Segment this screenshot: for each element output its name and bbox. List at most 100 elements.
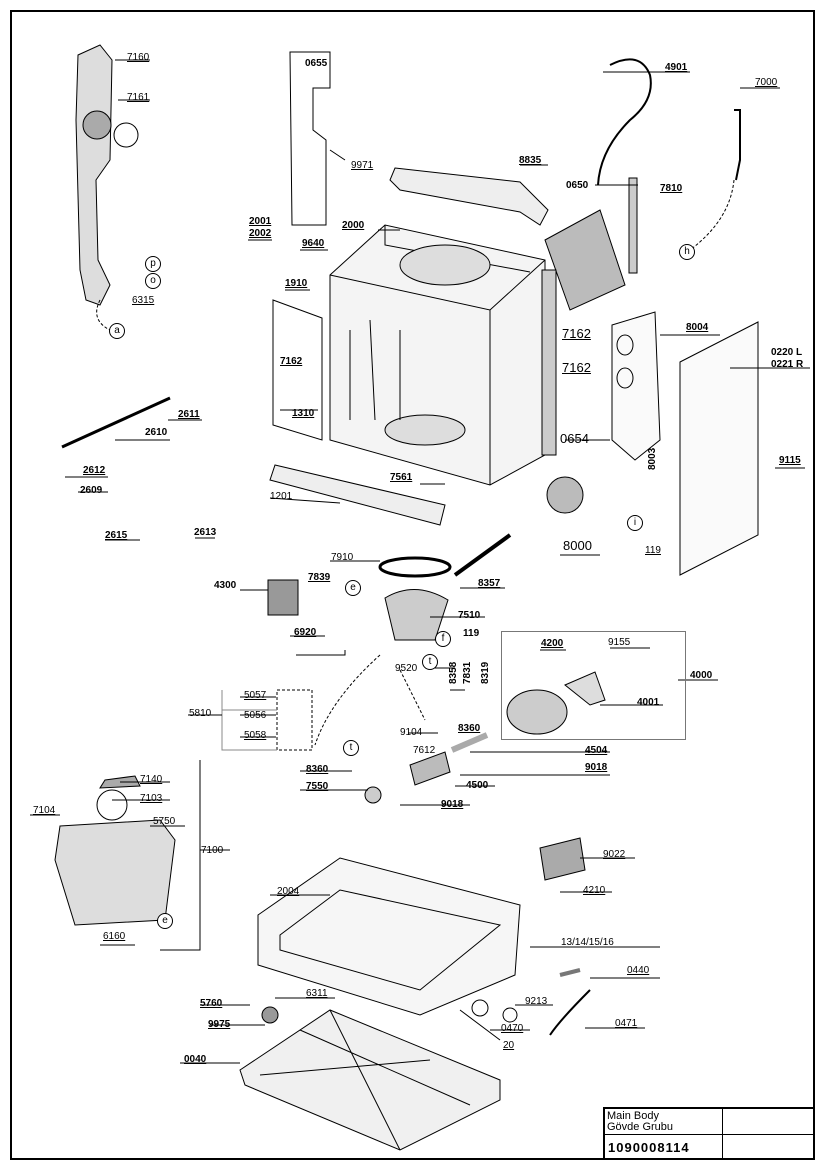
label-7103: 7103: [140, 793, 163, 804]
label-7140: 7140: [140, 774, 163, 785]
title-name-en: Main Body: [607, 1110, 659, 1122]
label-0650: 0650: [566, 180, 589, 191]
part-0040-tray: [239, 1009, 501, 1151]
label-7831: 7831: [462, 661, 473, 684]
label-9018a: 9018: [585, 762, 608, 773]
callout-o: o: [145, 273, 161, 289]
label-8003: 8003: [647, 447, 658, 470]
label-4210: 4210: [583, 885, 606, 896]
label-9155: 9155: [608, 637, 631, 648]
part-0655-panel: [289, 51, 331, 226]
label-5057: 5057: [244, 690, 267, 701]
label-0654: 0654: [560, 431, 589, 446]
part-4300: [267, 579, 299, 616]
label-8004: 8004: [686, 322, 709, 333]
label-2002: 2002: [249, 228, 272, 239]
label-9115: 9115: [779, 455, 801, 466]
label-7612: 7612: [413, 745, 436, 756]
label-4001: 4001: [637, 697, 660, 708]
label-7161: 7161: [127, 92, 150, 103]
label-0220: 0220 L: [771, 347, 803, 358]
part-1910-panel: [272, 299, 323, 441]
part-2610-rod: [61, 396, 171, 449]
part-7161-ring: [113, 122, 139, 148]
part-4500-heater: [409, 751, 451, 786]
label-2610: 2610: [145, 427, 168, 438]
label-7162b: 7162: [562, 326, 591, 341]
label-2611: 2611: [178, 409, 200, 420]
label-9104: 9104: [400, 727, 423, 738]
label-2000: 2000: [342, 220, 365, 231]
label-4901: 4901: [665, 62, 688, 73]
label-8319: 8319: [480, 661, 491, 684]
part-4001-bracket: [564, 671, 606, 706]
label-8360a: 8360: [458, 723, 481, 734]
label-6315: 6315: [132, 295, 155, 306]
label-4500: 4500: [466, 780, 489, 791]
label-7561: 7561: [390, 472, 413, 483]
label-8000: 8000: [563, 538, 592, 553]
label-1310: 1310: [292, 408, 315, 419]
label-2001: 2001: [249, 216, 272, 227]
label-4300: 4300: [214, 580, 237, 591]
label-9971: 9971: [351, 160, 374, 171]
label-2612: 2612: [83, 465, 106, 476]
part-8004-panel: [611, 311, 661, 461]
label-5056: 5056: [244, 710, 267, 721]
label-1910: 1910: [285, 278, 308, 289]
label-9640: 9640: [302, 238, 325, 249]
part-7000: [734, 109, 741, 181]
label-6160: 6160: [103, 931, 126, 942]
label-0471: 0471: [615, 1018, 638, 1029]
part-0654-seal: [541, 269, 557, 456]
title-block-cell: [723, 1109, 815, 1135]
title-block-code: 1090008114: [605, 1135, 723, 1160]
label-1201: 1201: [270, 491, 293, 502]
part-0220-side-panel: [679, 321, 759, 576]
label-8835: 8835: [519, 155, 542, 166]
label-20: 20: [503, 1040, 515, 1051]
part-7160-arm: [75, 44, 113, 306]
group-box-4000: [501, 631, 686, 740]
label-9018b: 9018: [441, 799, 464, 810]
callout-t: t: [422, 654, 438, 670]
label-2004: 2004: [277, 886, 300, 897]
callout-f: f: [435, 631, 451, 647]
callout-t-2: t: [343, 740, 359, 756]
label-7162c: 7162: [562, 360, 591, 375]
part-4000-pump: [506, 689, 568, 735]
label-7162a: 7162: [280, 356, 303, 367]
part-7810-rod: [628, 177, 638, 274]
part-0650-mesh: [544, 209, 626, 311]
label-119b: 119: [463, 628, 480, 639]
label-8358: 8358: [448, 661, 459, 684]
callout-i: i: [627, 515, 643, 531]
label-7810: 7810: [660, 183, 683, 194]
label-9975: 9975: [208, 1019, 231, 1030]
label-0470: 0470: [501, 1023, 524, 1034]
label-7160: 7160: [127, 52, 150, 63]
label-5058: 5058: [244, 730, 267, 741]
callout-p: p: [145, 256, 161, 272]
label-6311: 6311: [306, 988, 328, 999]
label-0440: 0440: [627, 965, 650, 976]
label-9022: 9022: [603, 849, 626, 860]
label-5750: 5750: [153, 816, 176, 827]
part-7510-sump: [384, 589, 449, 641]
label-9520: 9520: [395, 663, 418, 674]
label-0221: 0221 R: [771, 359, 804, 370]
part-9022: [539, 837, 586, 881]
label-2615: 2615: [105, 530, 128, 541]
title-block: Main Body Gövde Grubu 1090008114: [603, 1107, 815, 1160]
label-6920: 6920: [294, 627, 317, 638]
part-7550: [364, 786, 382, 804]
part-7100-softener: [54, 819, 176, 926]
label-0040: 0040: [184, 1054, 207, 1065]
label-7839: 7839: [308, 572, 331, 583]
callout-h: h: [679, 244, 695, 260]
part-8000-pump: [546, 476, 584, 514]
label-4000: 4000: [690, 670, 713, 681]
callout-e-2: e: [157, 913, 173, 929]
part-7910-ring: [378, 556, 452, 578]
part-2004-frame: [257, 857, 521, 1016]
